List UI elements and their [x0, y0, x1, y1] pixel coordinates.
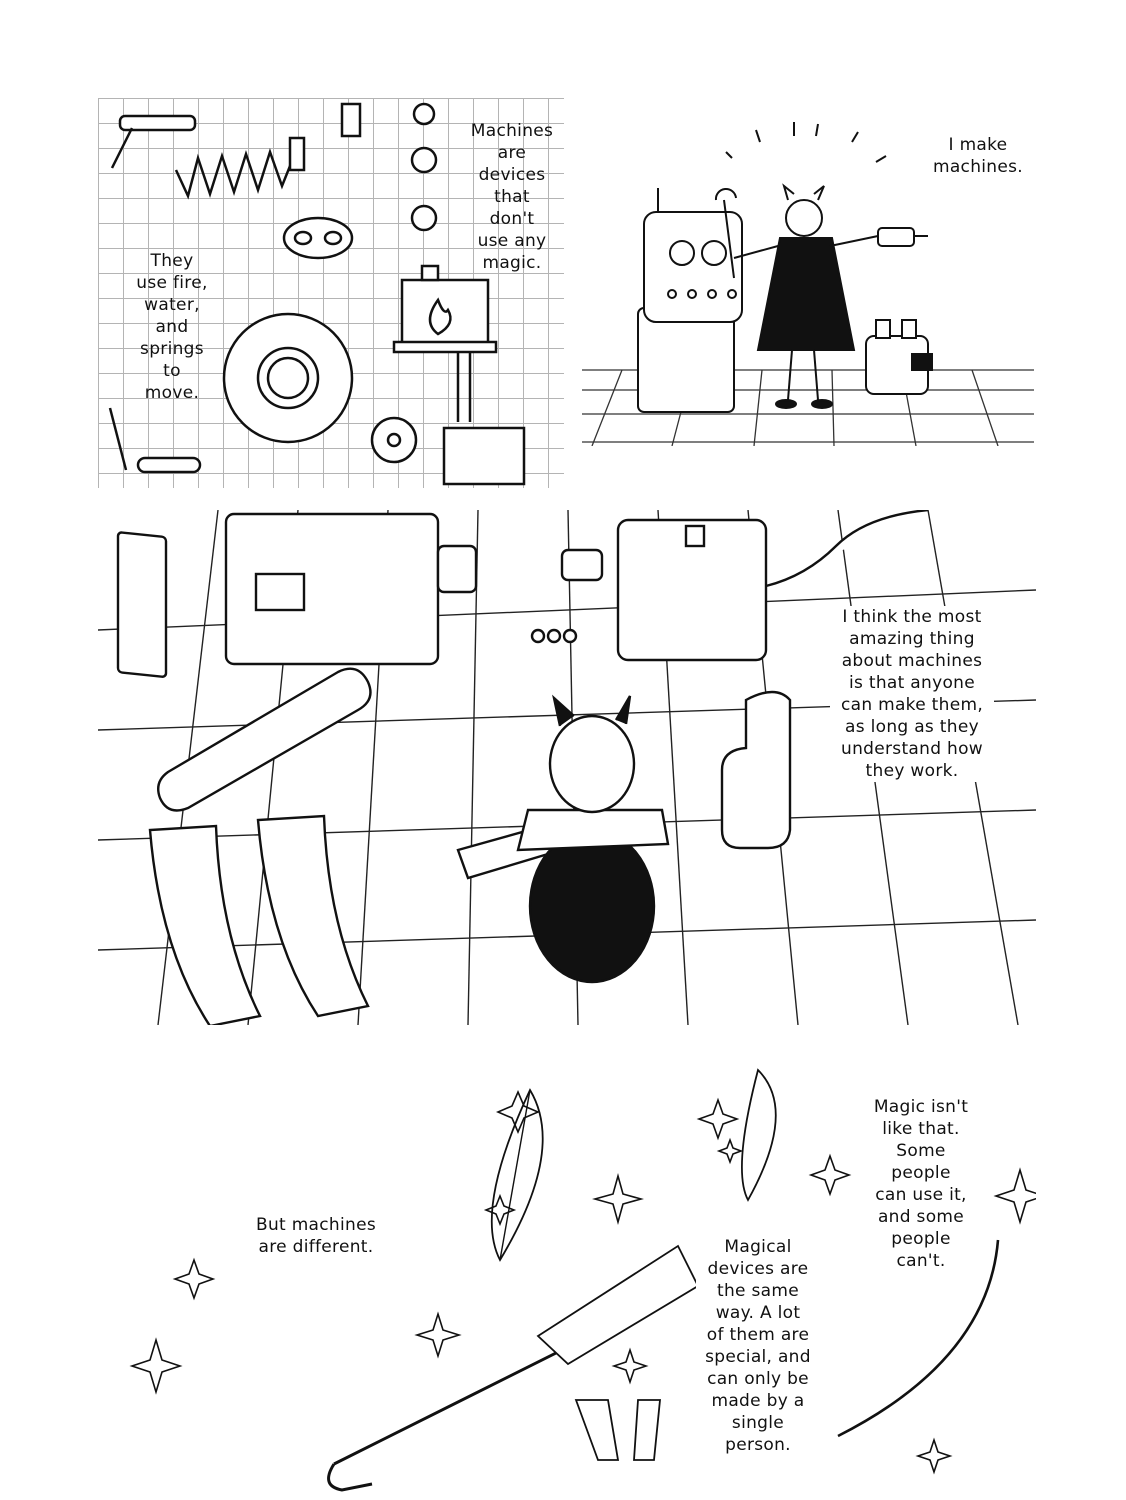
flame-icon [428, 297, 452, 336]
girl-with-machines-illustration [582, 122, 1034, 446]
water-tank [442, 426, 526, 486]
drill-icon [877, 227, 915, 247]
bracket-part [340, 102, 362, 138]
curved-panel-right [256, 814, 370, 1018]
caption-magical-devices: Magical devices are the same way. A lot … [696, 1236, 820, 1456]
caption-fire-water-springs: They use fire, water, and springs to mov… [136, 251, 208, 403]
big-machine-base [637, 307, 735, 413]
rod-part [118, 114, 197, 132]
girl-dress [756, 237, 856, 351]
curved-pipe [720, 690, 792, 850]
wrench-icon [714, 188, 737, 279]
broom-bristles [536, 1244, 700, 1366]
girl-hair [548, 714, 636, 814]
lever-arm [157, 667, 372, 812]
spring-part [174, 148, 296, 200]
flask-right [633, 1399, 661, 1461]
girl-ears [782, 183, 825, 201]
panel-workshop-overhead: I think the most amazing thing about mac… [98, 510, 1036, 1025]
girl-head [785, 199, 823, 237]
caption-anyone-can-make: I think the most amazing thing about mac… [830, 606, 994, 782]
workshop-illustration [98, 510, 1036, 1025]
feather-long [837, 1239, 1000, 1438]
caption-machines-different: But machines are different. [255, 1215, 377, 1257]
sparkles [129, 1089, 1036, 1475]
emphasis-marks [725, 122, 887, 163]
spring-clip [288, 136, 306, 172]
fire-machine [400, 278, 490, 348]
caption-machines-no-magic: Machines are devices that don't use any … [470, 121, 554, 273]
flask-left [574, 1399, 620, 1461]
right-machine [616, 518, 768, 662]
panel-magic: But machines are different. Magical devi… [98, 1060, 1036, 1500]
rod-arm [110, 127, 134, 169]
caption-magic-not-like-that: Magic isn't like that. Some people can u… [862, 1096, 980, 1272]
girl-cape [528, 828, 656, 984]
panel-machine-parts: They use fire, water, and springs to mov… [98, 98, 564, 488]
caption-i-make-machines: I make machines. [932, 135, 1024, 177]
feather-right [741, 1068, 777, 1202]
machine-cable [765, 510, 929, 588]
link-part [282, 216, 354, 260]
machine-parts-illustration [108, 102, 526, 486]
curved-panel-left [148, 824, 262, 1025]
feather-left [490, 1088, 544, 1262]
panel-girl-makes-machines: I make machines. [582, 108, 1034, 446]
